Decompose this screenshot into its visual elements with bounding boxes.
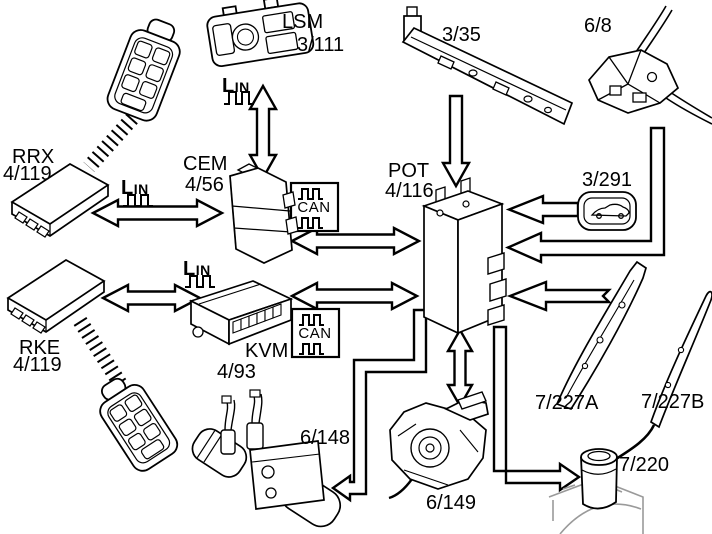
lock-cylinder-illustration: [580, 448, 618, 510]
tailgate-button-illustration: [577, 191, 637, 231]
label-pot-code: 4/116: [385, 180, 434, 202]
label-rke-code: 4/119: [13, 354, 62, 376]
arrow-rrx-cem: [90, 198, 225, 228]
pot-module-illustration: [421, 177, 507, 335]
label-lin-bus: LIN: [183, 258, 211, 280]
arrow-button-pot: [505, 194, 580, 225]
latch-motor-illustration: [388, 391, 489, 500]
rrx-module-illustration: [10, 163, 110, 238]
can-bus-icon: [290, 307, 341, 359]
arrow-pot-lock: [330, 308, 428, 503]
lsm-illustration: [206, 0, 315, 67]
label-pot: POT: [388, 160, 430, 182]
rke-module-illustration: [6, 259, 106, 334]
label-cem-code: 4/56: [185, 174, 224, 196]
arrow-kvm-pot: [289, 281, 420, 311]
can-bus-icon: [289, 181, 340, 233]
label-cyl-code: 7/220: [619, 454, 670, 476]
label-lsm: LSM: [282, 11, 324, 33]
label-rrx: RRX: [12, 146, 55, 168]
label-can-bus: CAN: [297, 199, 331, 216]
arrow-strip-pot: [440, 94, 472, 189]
lock-unit-illustration: [191, 389, 342, 528]
label-lsm-code: 3/111: [297, 34, 345, 56]
kvm-module-illustration: [188, 280, 294, 346]
radio-waves-top-icon: [83, 108, 143, 172]
label-cem: CEM: [183, 153, 228, 175]
label-trim-a-code: 7/227A: [535, 392, 599, 414]
label-button-code: 3/291: [582, 169, 633, 191]
lin-waveform-icons: [123, 91, 254, 288]
arrow-cem-pot: [289, 226, 422, 256]
label-motor-code: 6/149: [426, 492, 477, 514]
radio-waves-bottom-icon: [73, 316, 128, 390]
arrow-hatch-pot: [505, 126, 666, 264]
arrow-pot-cylinder: [492, 325, 582, 493]
label-can-bus: CAN: [298, 325, 332, 342]
arrow-pot-motor: [445, 327, 475, 409]
label-trim-b-code: 7/227B: [641, 391, 705, 413]
bus-arrows: [90, 83, 666, 503]
lin-waveform-icon: [224, 91, 254, 105]
arrow-lsm-cem: [247, 83, 279, 181]
cem-module-illustration: [229, 163, 299, 264]
car-trunk-icon: [590, 203, 630, 219]
switch-strip-illustration: [401, 6, 574, 126]
label-lin-bus: LIN: [121, 177, 149, 199]
arrow-trim-pot: [506, 280, 612, 312]
label-kvm-code: 4/93: [217, 361, 256, 383]
label-hatch-code: 6/8: [584, 15, 612, 37]
trim-rail-a-illustration: [555, 260, 647, 411]
lin-waveform-icon: [185, 275, 215, 288]
remote-key-icon: [106, 18, 181, 122]
lin-waveform-icon: [123, 194, 153, 207]
label-lin-bus: LIN: [222, 75, 250, 97]
arrow-rke-kvm: [100, 283, 203, 313]
label-kvm: KVM: [245, 340, 289, 362]
remote-key-icon: [99, 377, 179, 472]
label-rrx-code: 4/119: [3, 163, 52, 185]
label-strip-code: 3/35: [442, 24, 481, 46]
label-rke: RKE: [19, 337, 61, 359]
hatch-handle-illustration: [588, 5, 712, 125]
label-lock-code: 6/148: [300, 427, 351, 449]
